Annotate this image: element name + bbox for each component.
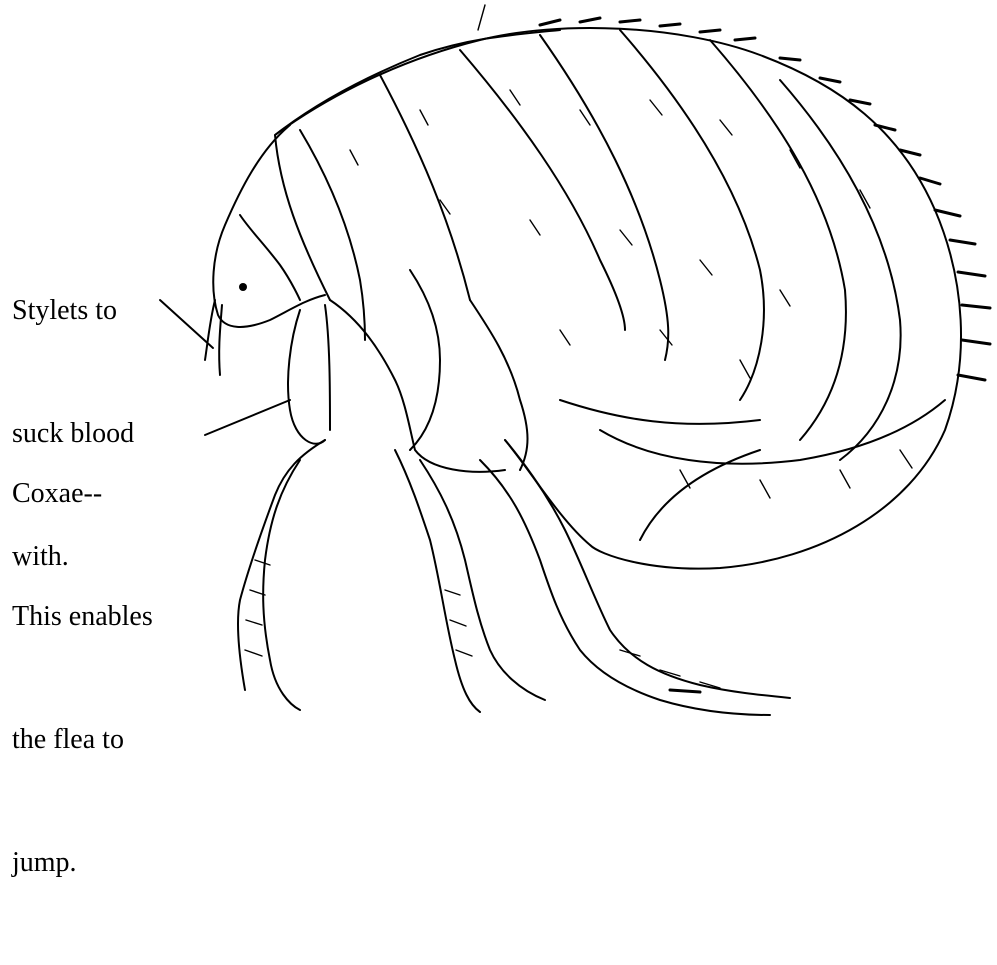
hind-leg-2 xyxy=(480,460,770,715)
thorax-3 xyxy=(470,300,528,470)
abdomen-inner-1 xyxy=(600,400,945,464)
label-coxae-line-4: jump. xyxy=(12,842,153,883)
coxa-2 xyxy=(325,305,330,430)
back-bristles xyxy=(540,18,990,380)
segment-4 xyxy=(540,35,668,360)
pointer-stylets xyxy=(160,300,213,348)
segment-3 xyxy=(460,50,625,330)
segment-6 xyxy=(710,40,846,440)
dorsal-line xyxy=(275,30,560,135)
front-leg-2 xyxy=(263,460,300,710)
eye xyxy=(239,283,247,291)
segment-1 xyxy=(300,130,365,340)
stylet xyxy=(205,300,215,360)
label-stylets-line-1: Stylets to xyxy=(12,290,134,331)
body-hairs xyxy=(350,90,912,498)
stylet-2 xyxy=(219,305,222,375)
flea-diagram: Stylets to suck blood with. Coxae-- This… xyxy=(0,0,997,719)
label-coxae-line-2: This enables xyxy=(12,596,153,637)
label-coxae: Coxae-- This enables the flea to jump. xyxy=(12,391,153,965)
abdomen-inner-2 xyxy=(560,400,760,424)
thorax-1 xyxy=(330,300,505,472)
label-coxae-line-3: the flea to xyxy=(12,719,153,760)
head-outline xyxy=(213,125,325,327)
label-coxae-line-1: Coxae-- xyxy=(12,473,153,514)
top-bristle xyxy=(478,5,485,30)
pointer-coxae xyxy=(205,400,290,435)
segment-5 xyxy=(620,30,764,400)
segment-2 xyxy=(380,75,470,300)
hind-leg xyxy=(505,440,790,698)
thorax-2 xyxy=(410,270,440,450)
head-front xyxy=(240,215,300,300)
coxa-1 xyxy=(288,310,325,444)
